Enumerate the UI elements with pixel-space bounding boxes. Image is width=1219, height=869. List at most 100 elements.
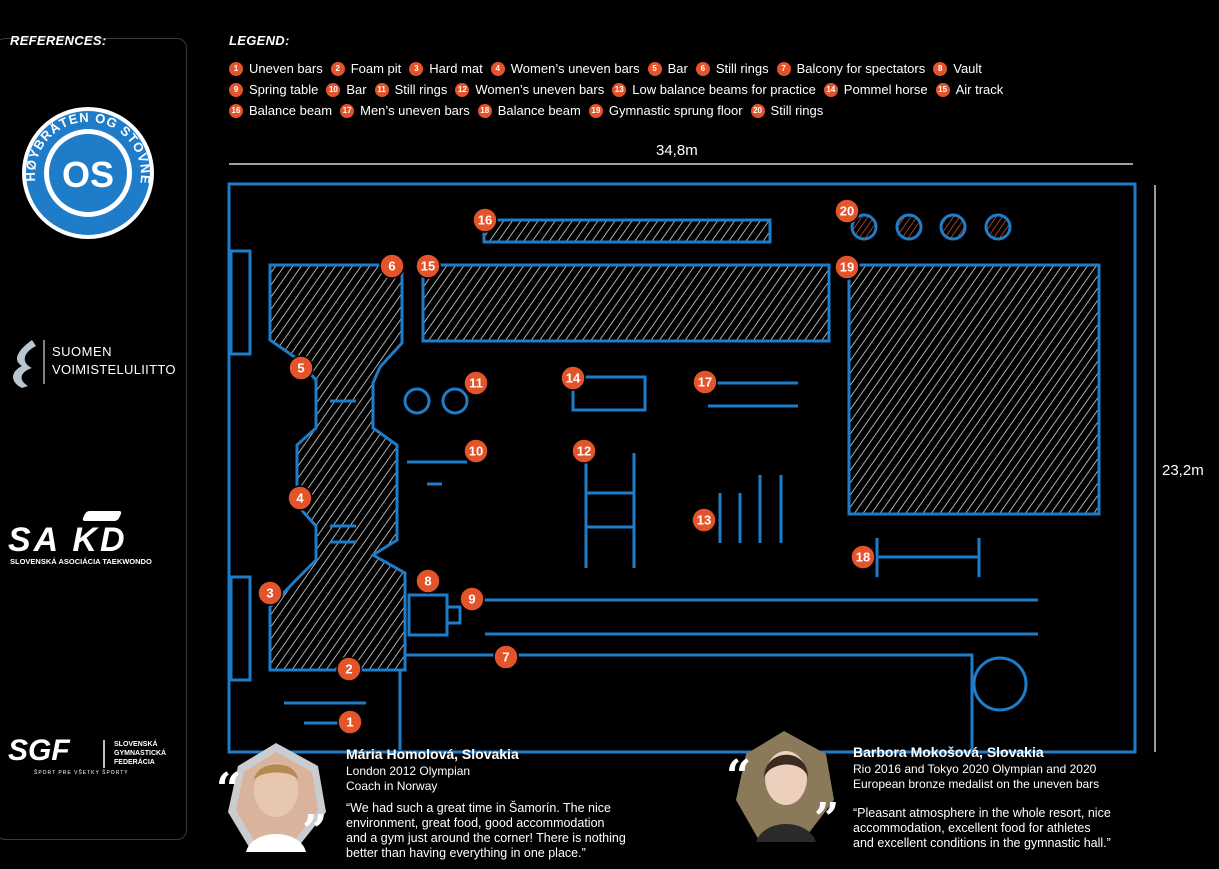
legend-item: 11 Still rings bbox=[374, 82, 448, 97]
legend-label: Bar bbox=[346, 82, 367, 97]
marker-12: 12 bbox=[571, 438, 597, 464]
sgf-sub-2: GYMNASTICKÁ bbox=[114, 750, 167, 757]
marker-label: 4 bbox=[296, 491, 304, 506]
legend-badge: 5 bbox=[647, 61, 662, 76]
legend-badge: 19 bbox=[588, 103, 603, 118]
marker-label: 13 bbox=[697, 513, 711, 528]
testimonial-2-quote-3: and excellent conditions in the gymnasti… bbox=[853, 836, 1111, 850]
marker-label: 2 bbox=[345, 662, 352, 677]
marker-label: 12 bbox=[577, 444, 591, 459]
still-ring-20b bbox=[895, 213, 923, 241]
sat-logo-name: SA KD bbox=[8, 521, 128, 559]
quote-open-icon: “ bbox=[216, 764, 242, 815]
marker-10: 10 bbox=[463, 438, 489, 464]
still-ring-11b bbox=[441, 387, 469, 415]
legend-label: Gymnastic sprung floor bbox=[608, 103, 743, 118]
marker-5: 5 bbox=[288, 355, 314, 381]
testimonial-2-quote-1: “Pleasant atmosphere in the whole resort… bbox=[853, 806, 1111, 820]
suomen-logo-line2: VOIMISTELULIITTO bbox=[52, 362, 176, 377]
references-panel bbox=[0, 38, 187, 840]
suomen-logo-line1: SUOMEN bbox=[52, 344, 113, 359]
left-niche-top bbox=[229, 249, 252, 356]
marker-4: 4 bbox=[287, 485, 313, 511]
legend-item: 8 Vault bbox=[933, 61, 982, 76]
balcony bbox=[405, 653, 974, 750]
marker-3: 3 bbox=[257, 580, 283, 606]
marker-label: 5 bbox=[297, 361, 304, 376]
marker-label: 3 bbox=[266, 586, 273, 601]
club-logo: HØYBRÅTEN OG STOVNER I.L. 1916 OS bbox=[0, 0, 154, 239]
testimonial-2-name: Barbora Mokošová, Slovakia bbox=[853, 744, 1044, 760]
marker-11: 11 bbox=[463, 370, 489, 396]
sgf-logo-tag: ŠPORT PRE VŠETKY ŠPORTY bbox=[34, 770, 129, 776]
testimonial-1-quote-3: and a gym just around the corner! There … bbox=[346, 831, 626, 845]
marker-label: 19 bbox=[840, 260, 854, 275]
legend-label: Women’s uneven bars bbox=[510, 61, 640, 76]
marker-15: 15 bbox=[415, 253, 441, 279]
marker-label: 16 bbox=[478, 213, 492, 228]
portrait-homolova bbox=[228, 743, 326, 852]
legend-label: Air track bbox=[955, 82, 1004, 97]
testimonial-1-line1: London 2012 Olympian bbox=[346, 764, 471, 778]
testimonial-1-quote-2: environment, great food, good accommodat… bbox=[346, 816, 605, 830]
testimonial-1-quote-1: “We had such a great time in Šamorín. Th… bbox=[346, 801, 611, 815]
legend-badge: 7 bbox=[776, 61, 791, 76]
sgf-sub-3: FEDERÁCIA bbox=[114, 759, 155, 766]
legend-label: Uneven bars bbox=[249, 61, 323, 76]
legend-label: Still rings bbox=[770, 103, 824, 118]
sgf-logo-name: SGF bbox=[8, 734, 70, 767]
marker-label: 8 bbox=[424, 574, 431, 589]
testimonial-1-line2: Coach in Norway bbox=[346, 779, 438, 793]
sprung-floor bbox=[847, 263, 1101, 516]
still-ring-11a bbox=[403, 387, 431, 415]
pommel-horse bbox=[571, 375, 647, 412]
spring-table-block bbox=[447, 605, 462, 625]
legend-label: Low balance beams for practice bbox=[632, 82, 816, 97]
legend-label: Hard mat bbox=[429, 61, 483, 76]
portrait-mokosova bbox=[736, 731, 834, 842]
legend-label: Vault bbox=[953, 61, 982, 76]
marker-20: 20 bbox=[834, 198, 860, 224]
marker-8: 8 bbox=[415, 568, 441, 594]
suomen-logo-mark bbox=[13, 340, 45, 388]
testimonial-2-line1: Rio 2016 and Tokyo 2020 Olympian and 202… bbox=[853, 762, 1097, 776]
still-ring-20c bbox=[939, 213, 967, 241]
legend-badge: 11 bbox=[374, 82, 389, 97]
marker-label: 15 bbox=[421, 259, 435, 274]
still-ring-20a bbox=[850, 213, 878, 241]
legend-badge: 12 bbox=[455, 82, 470, 97]
legend-label: Pommel horse bbox=[843, 82, 928, 97]
balcony-round bbox=[972, 656, 1028, 712]
legend-item: 7 Balcony for spectators bbox=[776, 61, 926, 76]
legend-badge: 2 bbox=[330, 61, 345, 76]
legend-label: Bar bbox=[667, 61, 688, 76]
legend-badge: 16 bbox=[229, 103, 243, 118]
marker-16: 16 bbox=[472, 207, 498, 233]
testimonial-1-name: Mária Homolová, Slovakia bbox=[346, 746, 519, 762]
legend-label: Still rings bbox=[394, 82, 448, 97]
marker-7: 7 bbox=[493, 644, 519, 670]
marker-label: 10 bbox=[469, 444, 483, 459]
legend-badge: 8 bbox=[933, 61, 948, 76]
legend-badge: 6 bbox=[695, 61, 710, 76]
width-dimension: 34,8m bbox=[656, 142, 698, 159]
legend-badge: 10 bbox=[326, 82, 341, 97]
legend-label: Foam pit bbox=[350, 61, 402, 76]
legend-label: Balcony for spectators bbox=[796, 61, 926, 76]
legend-badge: 17 bbox=[340, 103, 355, 118]
testimonial-1-quote-4: better than having everything in one pla… bbox=[346, 846, 586, 860]
number-markers: 1 2 3 4 5 6 7 8 9 10 11 12 13 14 15 16 1… bbox=[257, 198, 876, 735]
marker-13: 13 bbox=[691, 507, 717, 533]
marker-label: 11 bbox=[469, 376, 483, 391]
legend-label: Balance beam bbox=[497, 103, 581, 118]
